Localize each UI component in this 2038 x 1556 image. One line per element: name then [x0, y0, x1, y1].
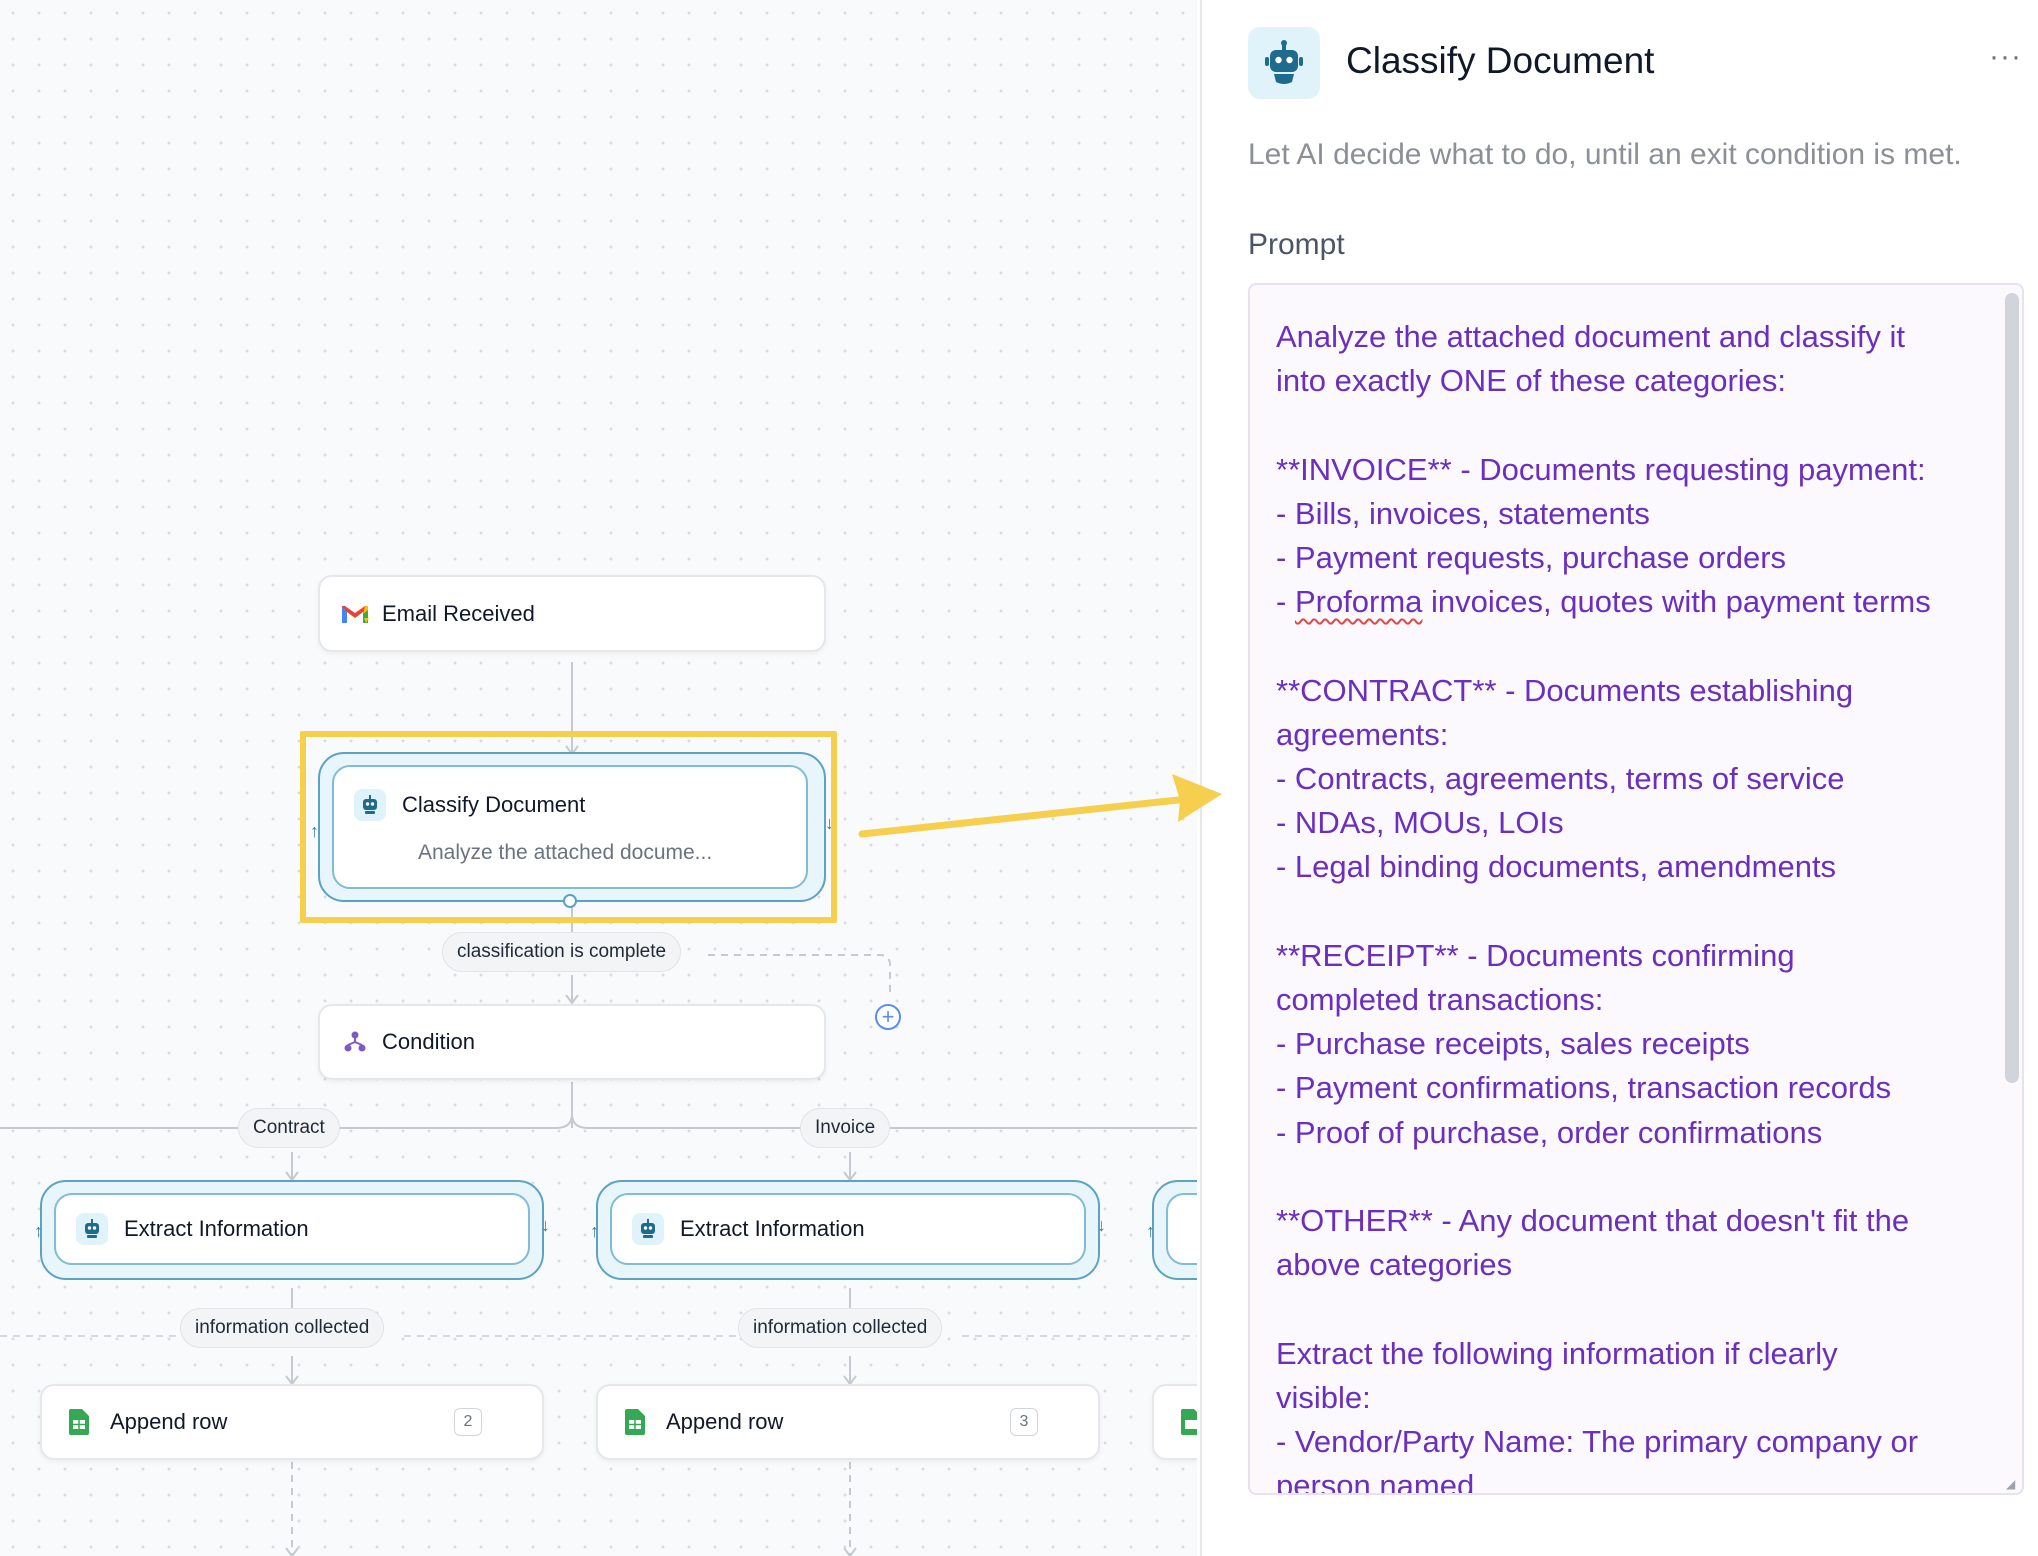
step-count-badge: 2	[454, 1408, 482, 1436]
condition-title: Condition	[382, 1029, 475, 1054]
append-row-node-contract[interactable]: Append row 2	[40, 1384, 544, 1460]
extract-information-node-contract[interactable]: Extract Information	[54, 1193, 530, 1265]
panel-description: Let AI decide what to do, until an exit …	[1248, 138, 1962, 171]
more-options-icon[interactable]: ···	[1989, 40, 2022, 73]
highlight-box	[300, 731, 837, 923]
loop-up-arrow-icon: ↑	[310, 821, 319, 841]
spellcheck-word: Proforma	[1294, 584, 1423, 620]
resize-handle-icon[interactable]: ◢	[2006, 1477, 2016, 1491]
loop-down-arrow-icon: ↓	[825, 813, 834, 833]
panel-title[interactable]: Classify Document	[1346, 40, 1655, 81]
sheets-icon	[64, 1407, 94, 1437]
trigger-title: Email Received	[382, 600, 535, 626]
classify-node-title: Classify Document	[402, 792, 586, 817]
append-row-node-other[interactable]	[1152, 1384, 1197, 1460]
prompt-text-part: Analyze the attached document and classi…	[1276, 319, 1926, 620]
classify-document-node[interactable]: Classify Document Analyze the attached d…	[332, 765, 808, 889]
append-row-title: Append row	[110, 1409, 228, 1434]
classify-node-subtitle: Analyze the attached docume...	[418, 841, 713, 864]
loop-down-arrow-icon: ↓	[1097, 1215, 1106, 1235]
robot-icon	[632, 1213, 664, 1245]
prompt-label: Prompt	[1248, 228, 1345, 261]
trigger-node-email-received[interactable]: Email Received	[318, 575, 826, 652]
prompt-textarea[interactable]: Analyze the attached document and classi…	[1248, 283, 2024, 1495]
gmail-icon	[340, 599, 370, 629]
loop-up-arrow-icon: ↑	[590, 1221, 599, 1241]
robot-icon	[354, 789, 386, 821]
extract-information-node-invoice[interactable]: Extract Information	[610, 1193, 1086, 1265]
add-step-icon[interactable]: +	[875, 1004, 901, 1030]
robot-icon	[1248, 27, 1320, 99]
loop-exit-handle[interactable]	[563, 894, 577, 908]
extract-node-title: Extract Information	[124, 1216, 309, 1241]
loop-down-arrow-icon: ↓	[541, 1215, 550, 1235]
step-count-badge: 3	[1010, 1408, 1038, 1436]
sheets-icon	[620, 1407, 650, 1437]
exit-condition-pill[interactable]: information collected	[738, 1308, 943, 1348]
exit-condition-pill[interactable]: information collected	[180, 1308, 385, 1348]
branch-label-invoice[interactable]: Invoice	[800, 1108, 891, 1148]
workflow-canvas[interactable]: Email Received ↑ ↓ Classify Document Ana…	[0, 0, 1197, 1556]
append-row-node-invoice[interactable]: Append row 3	[596, 1384, 1100, 1460]
prompt-text[interactable]: Analyze the attached document and classi…	[1276, 315, 1996, 1495]
branch-icon	[340, 1027, 370, 1057]
loop-up-arrow-icon: ↑	[34, 1221, 43, 1241]
condition-node[interactable]: Condition	[318, 1004, 826, 1080]
extract-information-node-other[interactable]	[1166, 1193, 1197, 1265]
node-config-panel: Classify Document ··· Let AI decide what…	[1200, 0, 2038, 1556]
robot-icon	[76, 1213, 108, 1245]
prompt-scrollbar[interactable]	[2005, 293, 2019, 1083]
loop-up-arrow-icon: ↑	[1146, 1221, 1155, 1241]
append-row-title: Append row	[666, 1409, 784, 1434]
extract-node-title: Extract Information	[680, 1216, 865, 1241]
branch-label-contract[interactable]: Contract	[238, 1108, 340, 1148]
prompt-text-part: invoices, quotes with payment terms **CO…	[1276, 584, 1931, 1495]
exit-condition-pill[interactable]: classification is complete	[442, 932, 682, 972]
sheets-icon	[1176, 1407, 1197, 1437]
